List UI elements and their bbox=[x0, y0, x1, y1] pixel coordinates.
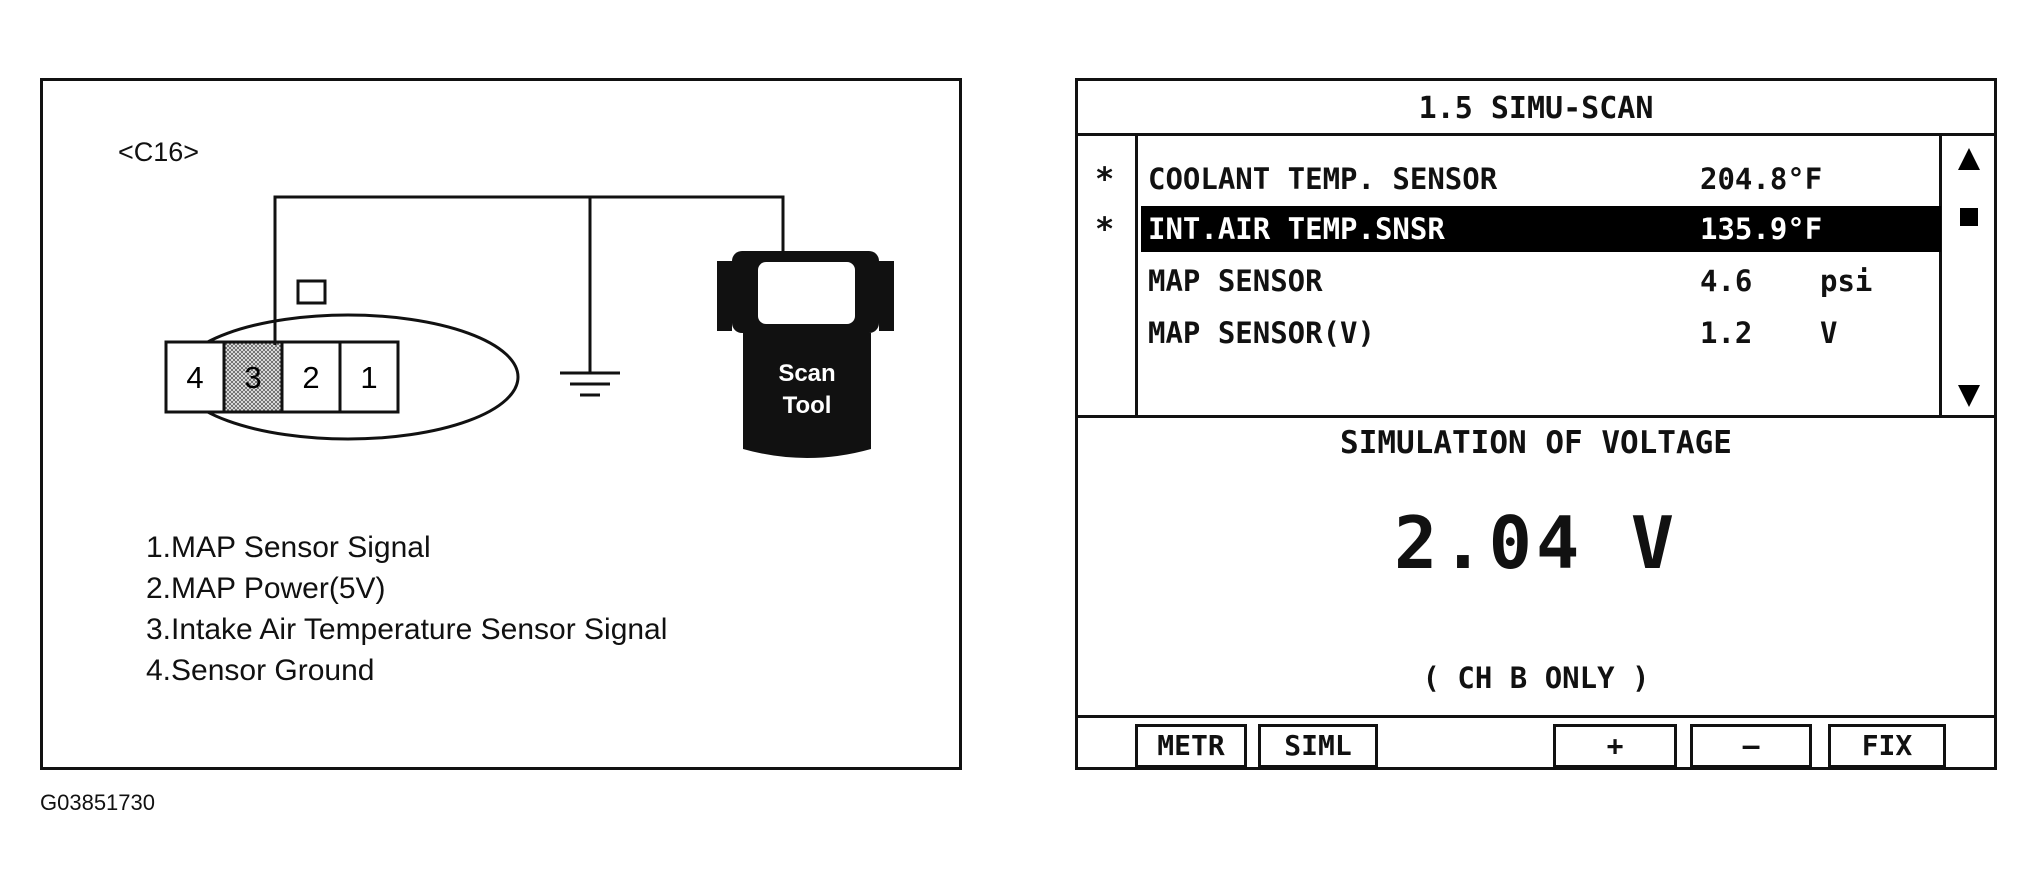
scroll-up-icon[interactable] bbox=[1958, 148, 1980, 170]
sensor-name: MAP SENSOR bbox=[1148, 264, 1323, 298]
sensor-name: COOLANT TEMP. SENSOR bbox=[1148, 162, 1498, 196]
function-key-bar: METR SIML + — FIX bbox=[1078, 715, 1994, 770]
plus-button[interactable]: + bbox=[1553, 724, 1677, 768]
sensor-row-coolant[interactable]: * COOLANT TEMP. SENSOR 204.8°F bbox=[1078, 156, 1943, 202]
metr-button[interactable]: METR bbox=[1135, 724, 1247, 768]
sensor-row-intake-air-temp[interactable]: * INT.AIR TEMP.SNSR 135.9°F bbox=[1078, 206, 1943, 252]
wiring-diagram-panel: 4 3 2 1 Scan Tool <C16> 1.MAP Sensor Sig… bbox=[40, 78, 962, 770]
connector-latch bbox=[296, 279, 327, 305]
sensor-value: 204.8°F bbox=[1700, 162, 1823, 196]
sensor-value: 4.6 bbox=[1700, 264, 1753, 298]
pin-cell-4 bbox=[164, 340, 226, 414]
legend-item: 3.Intake Air Temperature Sensor Signal bbox=[146, 613, 668, 646]
scrollbar[interactable] bbox=[1939, 136, 1994, 415]
sensor-row-map[interactable]: MAP SENSOR 4.6 psi bbox=[1078, 258, 1943, 304]
pin-label-1: 1 bbox=[360, 360, 377, 395]
pin-legend: 1.MAP Sensor Signal 2.MAP Power(5V) 3.In… bbox=[146, 527, 667, 691]
sensor-name: INT.AIR TEMP.SNSR bbox=[1148, 212, 1445, 246]
sensor-value: 135.9°F bbox=[1700, 212, 1823, 246]
scan-tool-label-line1: Scan bbox=[778, 360, 835, 387]
figure-id: G03851730 bbox=[40, 790, 155, 815]
pin-label-2: 2 bbox=[302, 360, 319, 395]
sensor-name: MAP SENSOR(V) bbox=[1148, 316, 1375, 350]
scroll-down-icon[interactable] bbox=[1958, 385, 1980, 407]
wiring-diagram: 4 3 2 1 Scan Tool bbox=[164, 195, 894, 458]
channel-note: ( CH B ONLY ) bbox=[1422, 661, 1650, 695]
scan-tool-icon: Scan Tool bbox=[717, 251, 894, 458]
scan-tool-screen: 1.5 SIMU-SCAN * COOLANT TEMP. SENSOR 204… bbox=[1075, 78, 1997, 770]
pin-label-3: 3 bbox=[244, 360, 261, 395]
legend-item: 4.Sensor Ground bbox=[146, 654, 375, 687]
sensor-value: 1.2 bbox=[1700, 316, 1753, 350]
fix-button[interactable]: FIX bbox=[1828, 724, 1946, 768]
row-highlight bbox=[1141, 206, 1941, 252]
scroll-thumb[interactable] bbox=[1960, 208, 1978, 226]
simulation-heading: SIMULATION OF VOLTAGE bbox=[1340, 425, 1732, 461]
signal-wire bbox=[273, 195, 785, 345]
simulation-value: 2.04 V bbox=[1393, 501, 1679, 585]
screen-title: 1.5 SIMU-SCAN bbox=[1078, 81, 1994, 136]
legend-item: 1.MAP Sensor Signal bbox=[146, 531, 431, 564]
sensor-row-map-voltage[interactable]: MAP SENSOR(V) 1.2 V bbox=[1078, 310, 1943, 356]
selected-marker-icon: * bbox=[1095, 210, 1115, 248]
marker-column bbox=[1078, 136, 1138, 415]
sensor-list: * COOLANT TEMP. SENSOR 204.8°F * INT.AIR… bbox=[1078, 136, 1994, 418]
scan-tool-label-line2: Tool bbox=[783, 392, 832, 419]
sensor-unit: V bbox=[1820, 316, 1838, 350]
pin-cell-3 bbox=[222, 340, 284, 414]
selected-marker-icon: * bbox=[1095, 160, 1115, 198]
connector-label: <C16> bbox=[118, 137, 200, 167]
legend-item: 2.MAP Power(5V) bbox=[146, 572, 386, 605]
pin-label-4: 4 bbox=[186, 360, 203, 395]
siml-button[interactable]: SIML bbox=[1258, 724, 1378, 768]
sensor-unit: psi bbox=[1820, 264, 1873, 298]
pin-cell-1 bbox=[338, 340, 400, 414]
minus-button[interactable]: — bbox=[1690, 724, 1812, 768]
